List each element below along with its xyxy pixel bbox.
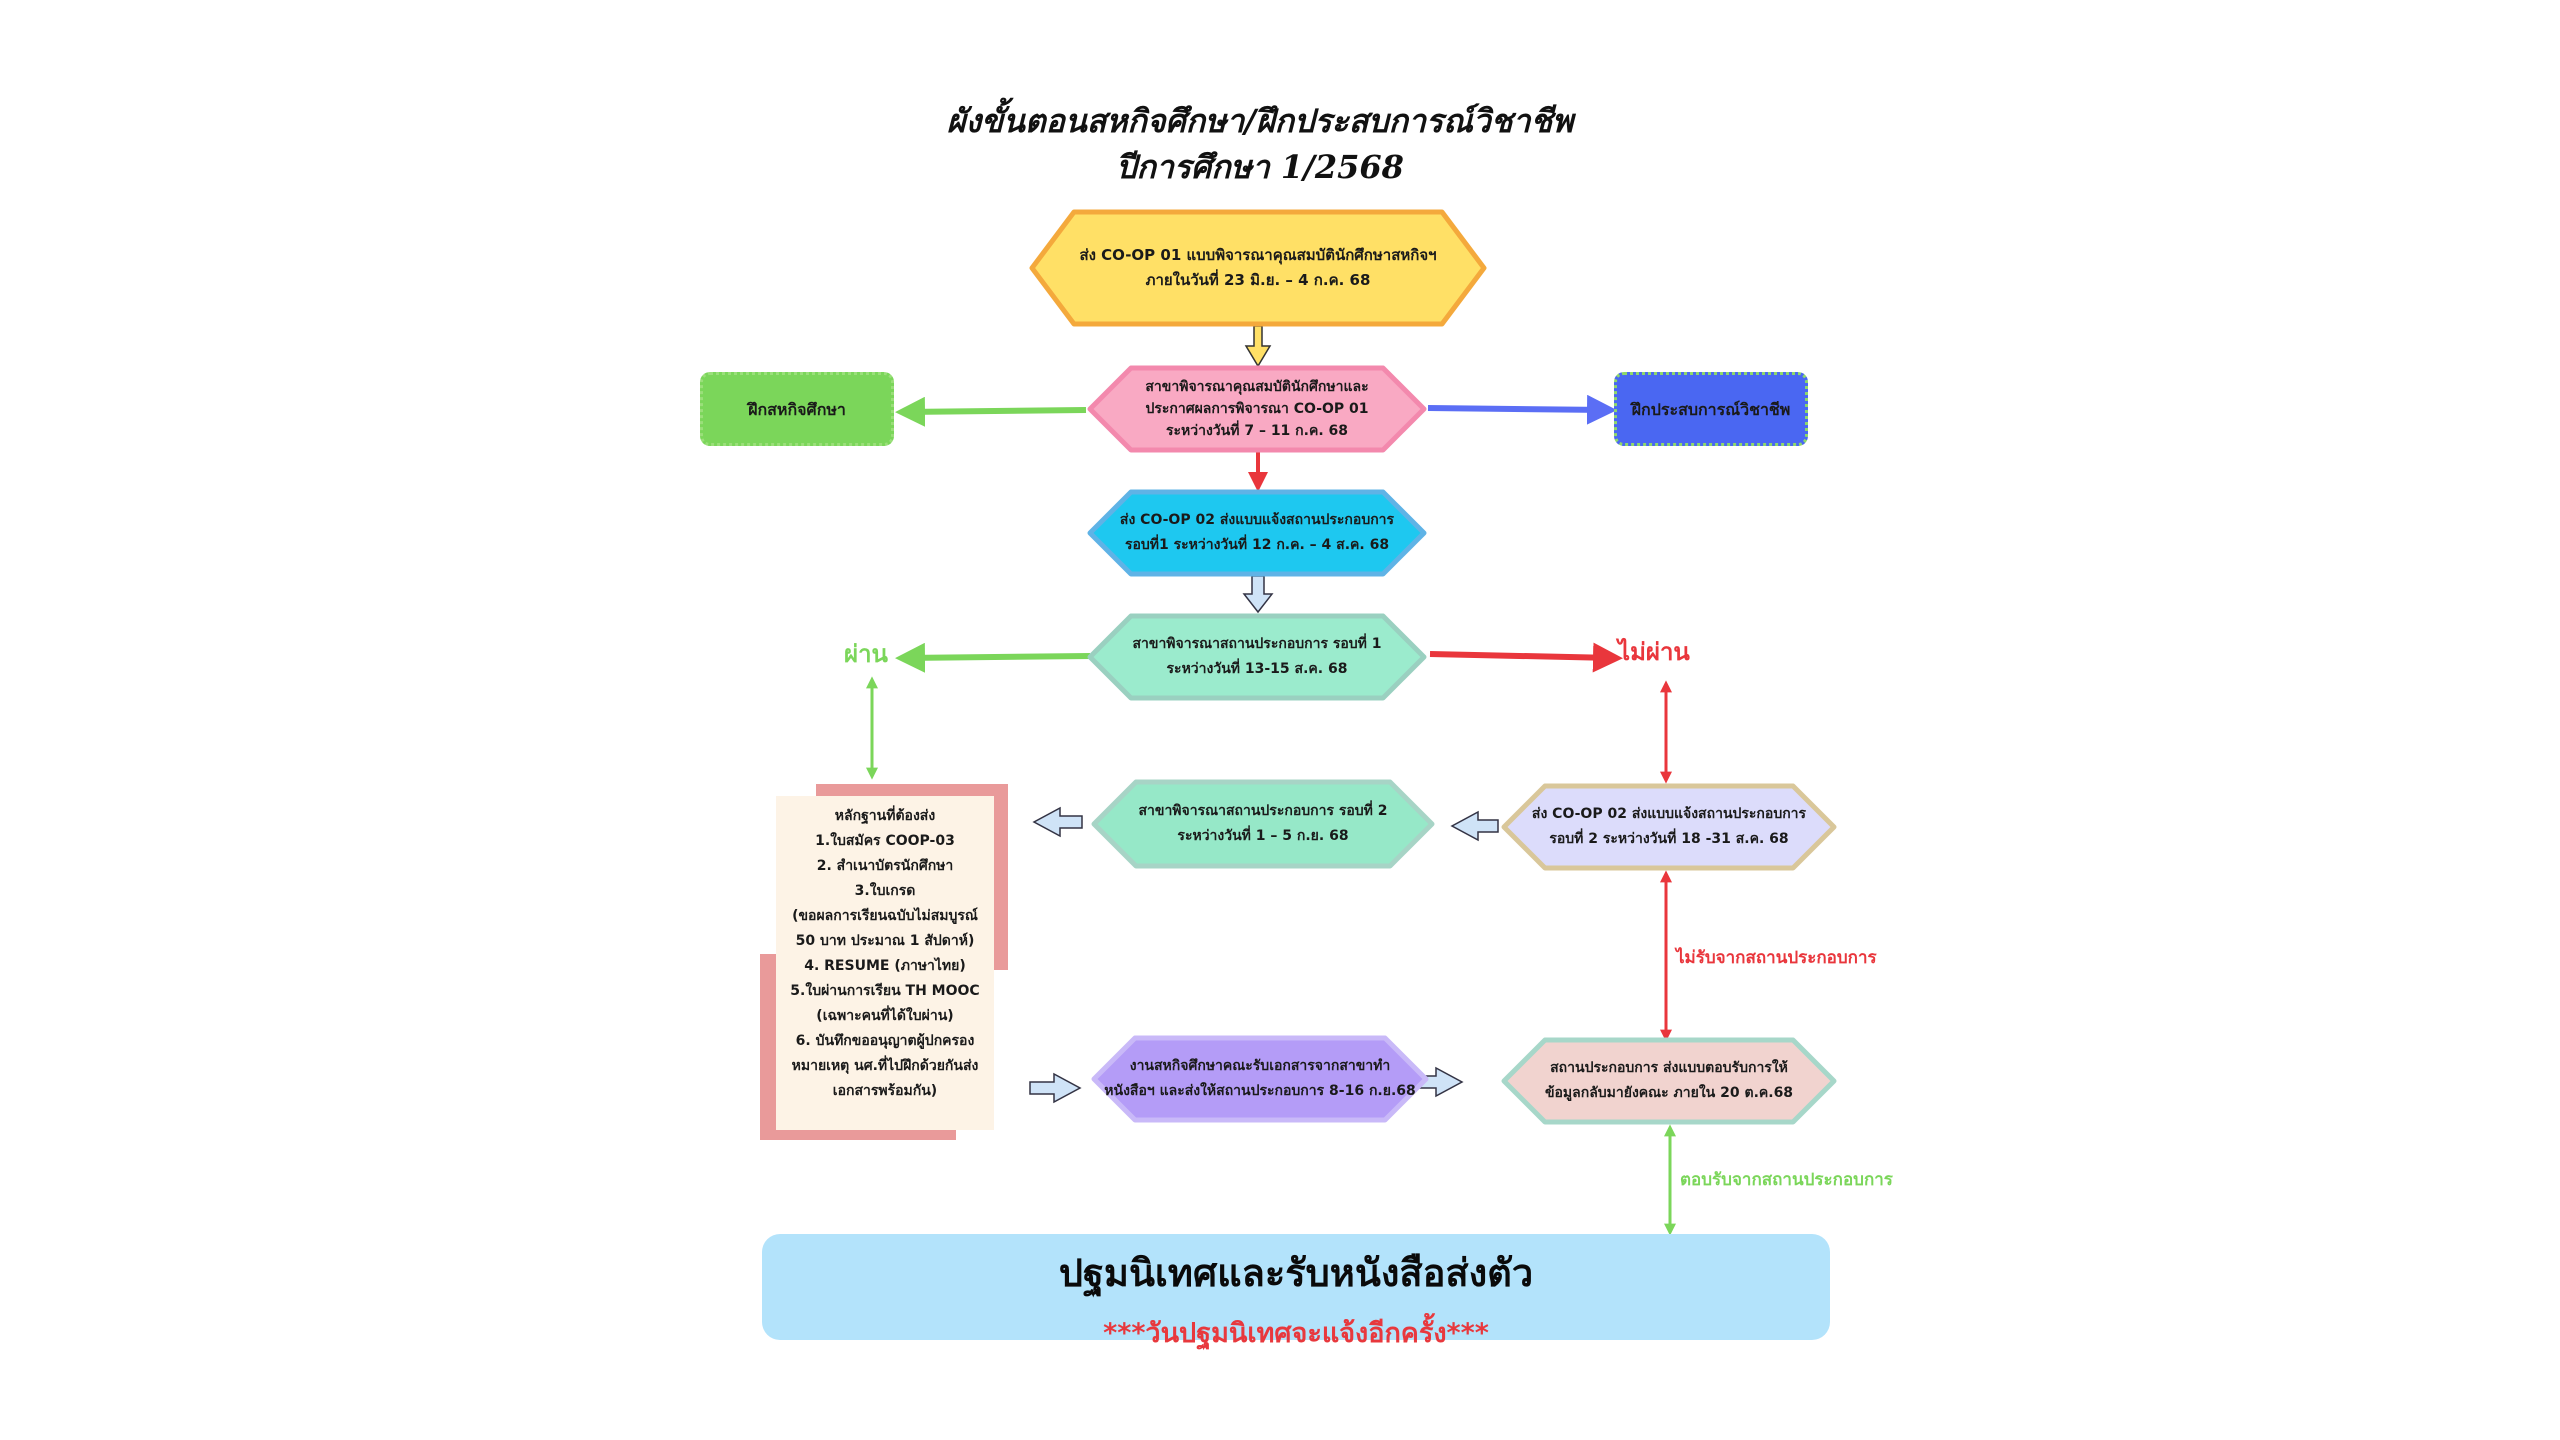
arrow-step1-to-step2	[1244, 325, 1272, 368]
step5-hexagon-shape	[1501, 783, 1837, 871]
step1-line-2: ภายในวันที่ 23 มิ.ย. – 4 ก.ค. 68	[1145, 271, 1371, 289]
step3-line-1: ส่ง CO-OP 02 ส่งแบบแจ้งสถานประกอบการ	[1119, 512, 1395, 528]
arrow-to-pass	[895, 642, 1091, 673]
document-item: หมายเหตุ นศ.ที่ไปฝึกด้วยกันส่ง	[791, 1058, 979, 1074]
document-item: 1.ใบสมัคร COOP-03	[815, 833, 955, 849]
step3-line-2: รอบที่1 ระหว่างวันที่ 12 ก.ค. – 4 ส.ค. 6…	[1124, 537, 1390, 553]
document-item: (เฉพาะคนที่ได้ใบผ่าน)	[816, 1008, 954, 1024]
arrow-step5-to-step6	[1450, 810, 1499, 842]
page-subtitle: ปีการศึกษา 1/2568	[1116, 148, 1404, 186]
step2-line-2: ประกาศผลการพิจารณา CO-OP 01	[1145, 401, 1369, 417]
document-item: 50 บาท ประมาณ 1 สัปดาห์)	[795, 933, 975, 949]
step2-line-1: สาขาพิจารณาคุณสมบัตินักศึกษาและ	[1145, 379, 1369, 395]
arrow-to-fail	[1429, 642, 1623, 673]
step6-company-review-round2: สาขาพิจารณาสถานประกอบการ รอบที่ 2 ระหว่าง…	[1091, 779, 1435, 869]
step8-line-2: ข้อมูลกลับมายังคณะ ภายใน 20 ต.ค.68	[1544, 1085, 1794, 1101]
banner-main-text: ปฐมนิเทศและรับหนังสือส่งตัว	[1058, 1251, 1534, 1295]
document-item: 5.ใบผ่านการเรียน TH MOOC	[790, 983, 980, 999]
step6-line-1: สาขาพิจารณาสถานประกอบการ รอบที่ 2	[1138, 803, 1388, 819]
step5-submit-coop02-round2: ส่ง CO-OP 02 ส่งแบบแจ้งสถานประกอบการรอบท…	[1501, 783, 1837, 871]
edge-label-accepted: ตอบรับจากสถานประกอบการ	[1680, 1170, 1893, 1190]
result-fail-label: ไม่ผ่าน	[1618, 638, 1690, 666]
document-item: 2. สำเนาบัตรนักศึกษา	[816, 858, 954, 874]
step6-line-2: ระหว่างวันที่ 1 – 5 ก.ย. 68	[1177, 828, 1349, 844]
step7-line-1: งานสหกิจศึกษาคณะรับเอกสารจากสาขาทำ	[1129, 1058, 1391, 1074]
branch-coop-label: ฝึกสหกิจศึกษา	[748, 399, 846, 419]
step3-hexagon-shape	[1087, 489, 1427, 577]
step1-submit-coop01: ส่ง CO-OP 01 แบบพิจารณาคุณสมบัตินักศึกษา…	[1029, 209, 1487, 327]
step3-submit-coop02-round1: ส่ง CO-OP 02 ส่งแบบแจ้งสถานประกอบการรอบท…	[1087, 489, 1427, 577]
step1-line-1: ส่ง CO-OP 01 แบบพิจารณาคุณสมบัตินักศึกษา…	[1079, 246, 1437, 264]
banner-sub-text: ***วันปฐมนิเทศจะแจ้งอีกครั้ง***	[1103, 1318, 1489, 1349]
step8-hexagon-shape	[1501, 1037, 1837, 1125]
step5-line-1: ส่ง CO-OP 02 ส่งแบบแจ้งสถานประกอบการ	[1531, 806, 1807, 822]
step7-faculty-sends-letters: งานสหกิจศึกษาคณะรับเอกสารจากสาขาทำหนังสื…	[1091, 1035, 1429, 1123]
step4-line-1: สาขาพิจารณาสถานประกอบการ รอบที่ 1	[1132, 636, 1382, 652]
branch-internship-label: ฝึกประสบการณ์วิชาชีพ	[1631, 399, 1791, 419]
branch-internship-box: ฝึกประสบการณ์วิชาชีพ	[1614, 372, 1808, 446]
branch-coop-box: ฝึกสหกิจศึกษา	[700, 372, 894, 446]
arrow-step3-to-step4	[1242, 575, 1274, 614]
step1-hexagon-shape	[1029, 209, 1487, 327]
step4-company-review-round1: สาขาพิจารณาสถานประกอบการ รอบที่ 1 ระหว่าง…	[1087, 613, 1427, 701]
document-item: 4. RESUME (ภาษาไทย)	[804, 958, 966, 974]
step7-line-2: หนังสือฯ และส่งให้สถานประกอบการ 8-16 ก.ย…	[1104, 1083, 1416, 1099]
step2-hexagon-shape	[1087, 365, 1427, 453]
page-title: ผังขั้นตอนสหกิจศึกษา/ฝึกประสบการณ์วิชาชี…	[946, 102, 1574, 140]
step6-hexagon-shape	[1091, 779, 1435, 869]
step7-hexagon-shape	[1091, 1035, 1429, 1123]
step8-company-response: สถานประกอบการ ส่งแบบตอบรับการให้ข้อมูลกล…	[1501, 1037, 1837, 1125]
document-item: 6. บันทึกขออนุญาตผู้ปกครอง	[795, 1033, 975, 1049]
orientation-banner: ปฐมนิเทศและรับหนังสือส่งตัว ***วันปฐมนิเ…	[762, 1234, 1830, 1349]
arrow-to-internship	[1427, 394, 1617, 425]
step4-line-2: ระหว่างวันที่ 13-15 ส.ค. 68	[1166, 661, 1348, 677]
documents-heading: หลักฐานที่ต้องส่ง	[834, 808, 936, 824]
result-pass-label: ผ่าน	[844, 640, 888, 668]
required-documents-box: หลักฐานที่ต้องส่ง 1.ใบสมัคร COOP-03 2. ส…	[776, 796, 994, 1130]
arrow-to-coop	[895, 396, 1087, 427]
step8-line-1: สถานประกอบการ ส่งแบบตอบรับการให้	[1550, 1060, 1788, 1076]
step4-hexagon-shape	[1087, 613, 1427, 701]
step5-line-2: รอบที่ 2 ระหว่างวันที่ 18 -31 ส.ค. 68	[1549, 831, 1789, 847]
document-item: 3.ใบเกรด	[854, 883, 916, 899]
edge-label-not-accepted: ไม่รับจากสถานประกอบการ	[1676, 948, 1877, 968]
document-item: เอกสารพร้อมกัน)	[832, 1083, 938, 1099]
arrow-documents-to-step7	[1029, 1072, 1082, 1104]
step2-line-3: ระหว่างวันที่ 7 – 11 ก.ค. 68	[1165, 423, 1349, 439]
document-item: (ขอผลการเรียนฉบับไม่สมบูรณ์	[792, 908, 978, 924]
arrow-step6-to-documents	[1032, 806, 1083, 838]
step2-qualification-review: สาขาพิจารณาคุณสมบัตินักศึกษาและประกาศผลก…	[1087, 365, 1427, 453]
